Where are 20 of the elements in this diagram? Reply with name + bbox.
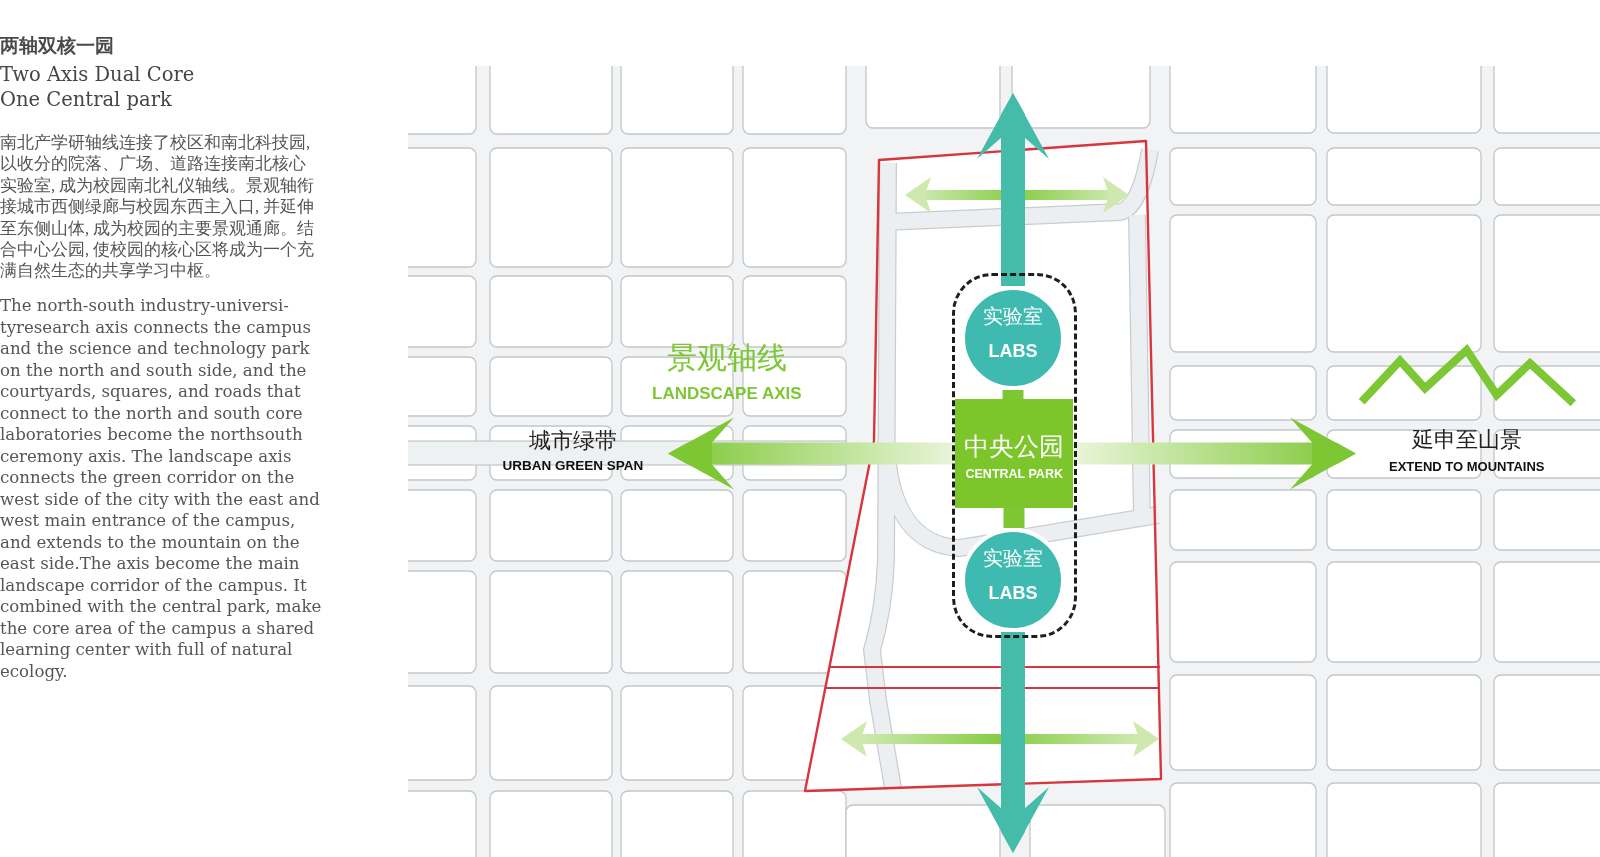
connector-bar [1003, 508, 1025, 528]
subtitle: Two Axis Dual Core One Central park [0, 62, 196, 112]
circle-title: 实验室 [983, 304, 1043, 329]
circle-title: 实验室 [983, 546, 1043, 571]
park-box [955, 399, 1073, 508]
place-name: 城市绿带 [529, 426, 617, 455]
connector-bar [1002, 390, 1024, 399]
box-subtitle: CENTRAL PARK [965, 466, 1063, 482]
title: 两轴双核一园 [0, 34, 115, 58]
axis-label: 景观轴线 [667, 340, 787, 376]
axis-sublabel: LANDSCAPE AXIS [652, 382, 802, 404]
circle-subtitle: LABS [988, 339, 1038, 363]
body-text: The north-south industry-universi- tyresearch axis connects the campus and the science and technology park on the north and south side, and the courtyards, squares, and roads that connect to the north and south core laboratories become the northsouth ceremony axis. The landscape axis connects the green corridor on the west side of the city with the east and west main entrance of the campus, and extends to the mountain on the east side.The axis become the main landscape corridor of the campus. It combined with the central park, make the core area of the campus a shared learning center with full of natural ecology. [0, 295, 323, 682]
body-text: 南北产学研轴线连接了校区和南北科技园, 以收分的院落、广场、道路连接南北核心实验室, 成为校园南北礼仪轴线。景观轴衔接城市西侧绿廊与校园东西主入口, 并延伸至东侧山体, 成为校园的主要景观通廊。结合中心公园, 使校园的核心区将成为一个充满自然生态的共享学习中枢。 [0, 132, 316, 282]
place-name: 延申至山景 [1412, 425, 1522, 454]
place-name-en: URBAN GREEN SPAN [502, 457, 644, 475]
box-title: 中央公园 [964, 430, 1064, 462]
circle-subtitle: LABS [988, 581, 1038, 605]
dashed-frame [952, 273, 1077, 638]
place-name-en: EXTEND TO MOUNTAINS [1389, 457, 1545, 475]
